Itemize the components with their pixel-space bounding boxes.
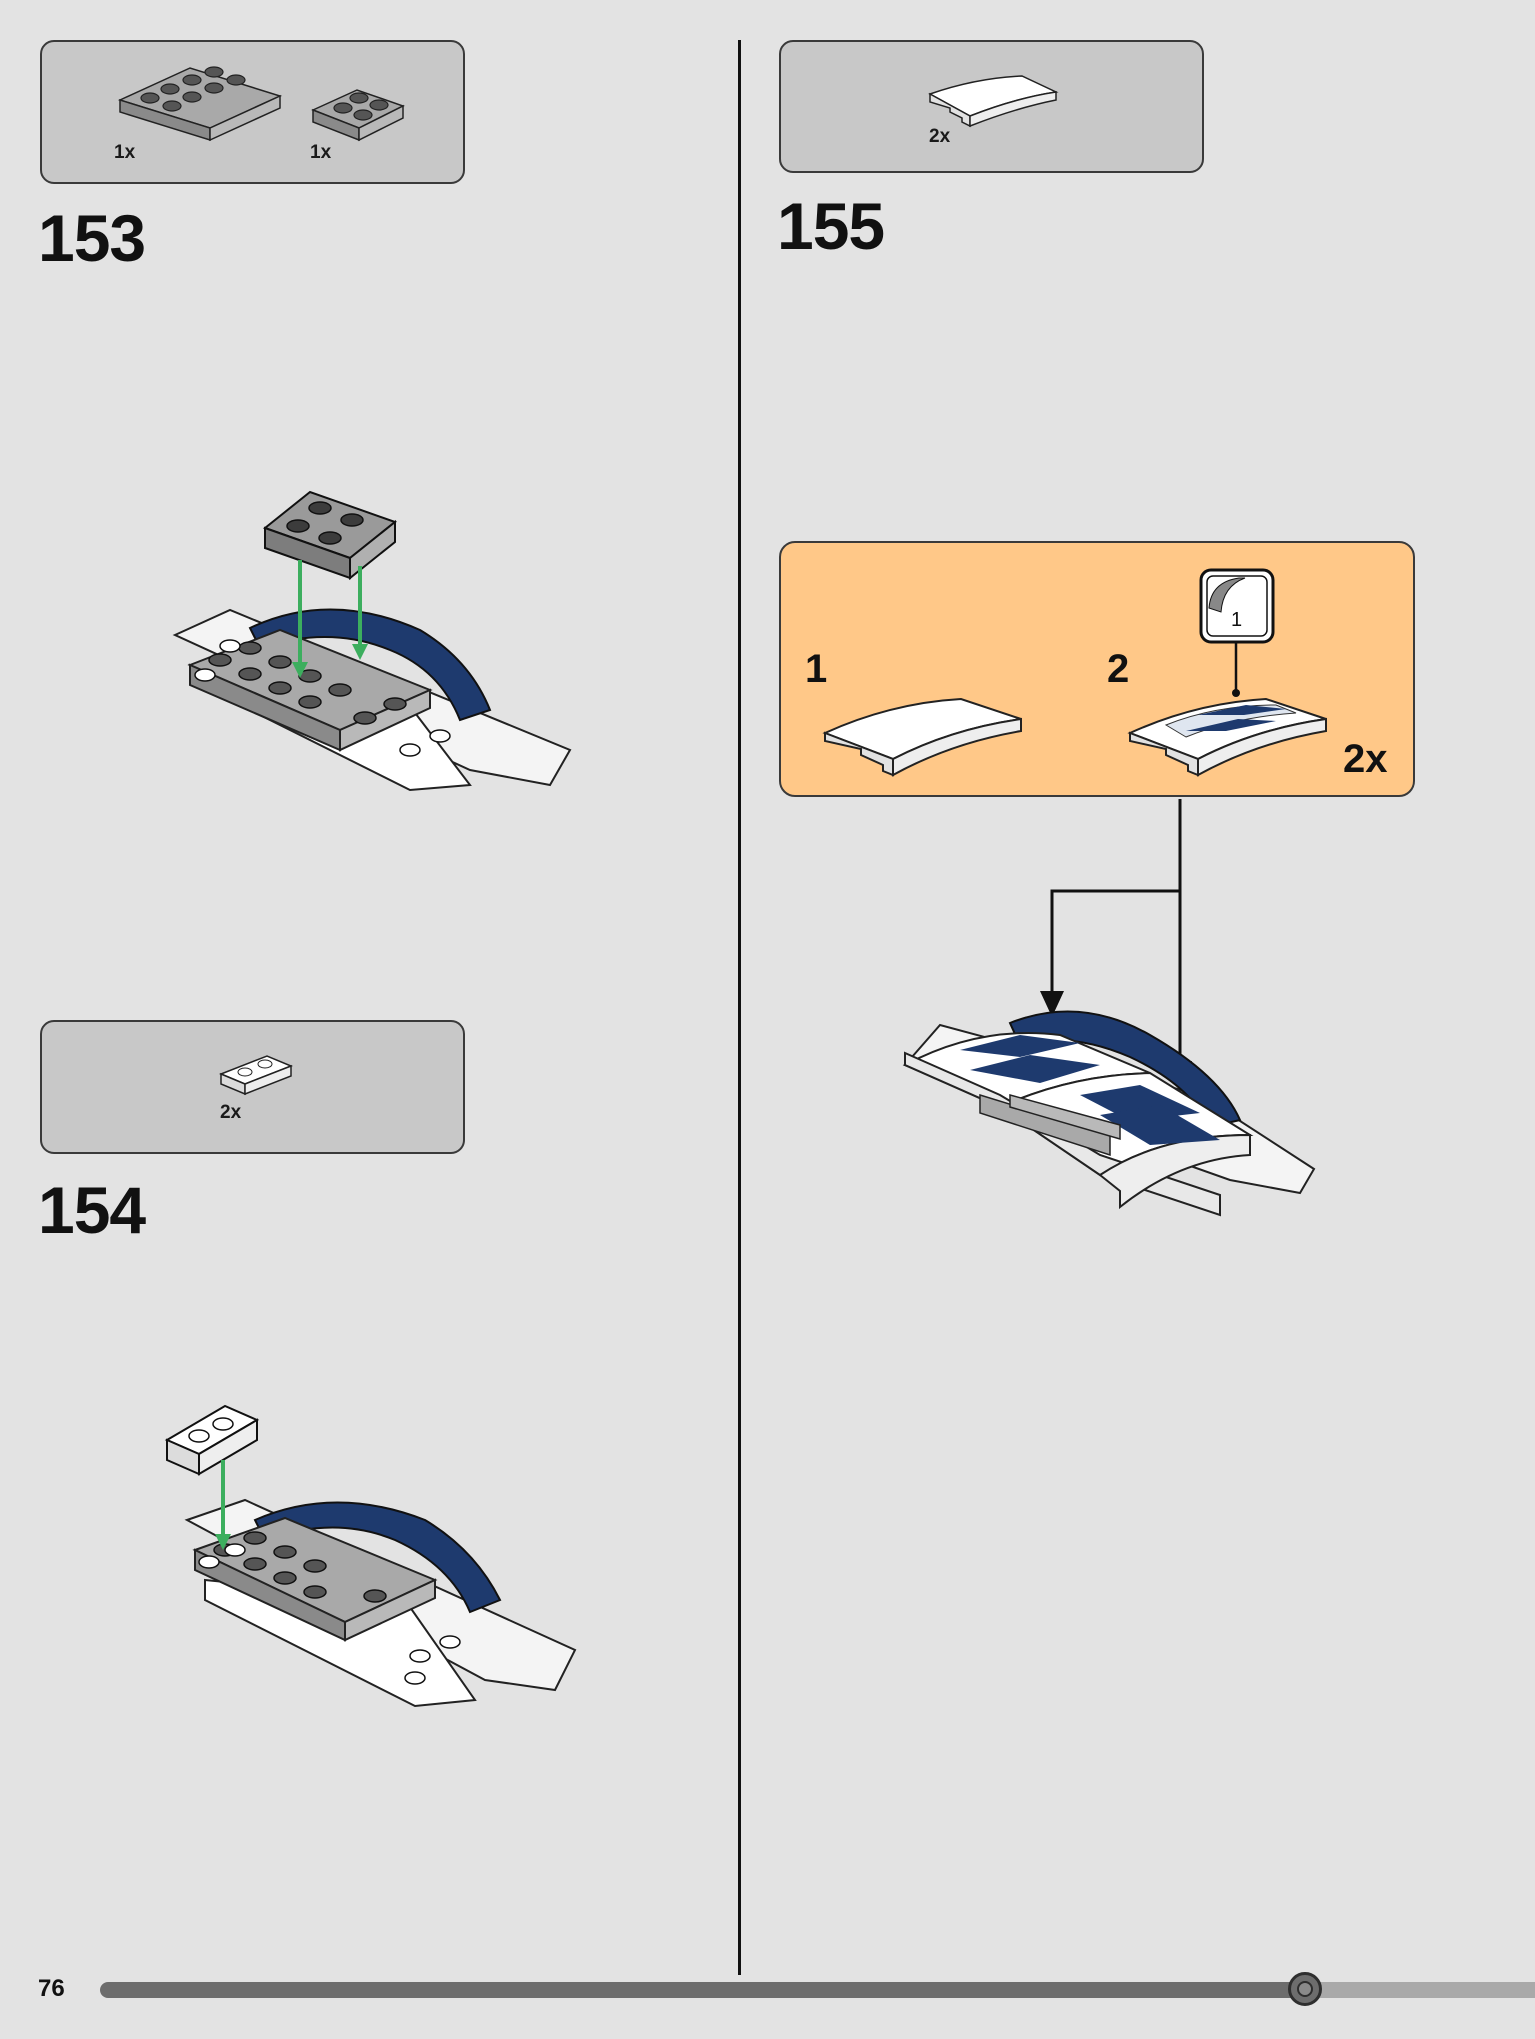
progress-fill [100, 1982, 1306, 1998]
build-illustration-step-153 [172, 490, 572, 792]
part-qty: 1x [310, 142, 332, 163]
progress-bar [100, 1982, 1535, 1998]
column-divider [738, 40, 741, 1975]
gray-plate-2x2-icon [311, 89, 405, 142]
callout-qty: 2x [1343, 737, 1388, 781]
step-number-154: 154 [38, 1173, 146, 1247]
callout-substep-1: 1 [805, 647, 828, 691]
build-illustration-step-155 [902, 799, 1316, 1217]
white-curved-slope-icon [928, 75, 1059, 128]
gray-plate-2x4-icon [117, 66, 283, 142]
parts-box-step-155: 2x [779, 40, 1204, 173]
white-plate-1x2-icon [218, 1055, 294, 1096]
part-qty: 1x [114, 142, 136, 163]
sticker-icon [1199, 568, 1275, 644]
step-number-153: 153 [38, 201, 146, 275]
white-curved-slope-icon [822, 697, 1022, 777]
step-number-155: 155 [777, 189, 885, 263]
build-illustration-step-154 [164, 1404, 577, 1708]
parts-box-step-153: 1x 1x [40, 40, 465, 184]
part-qty: 2x [929, 126, 951, 147]
part-qty: 2x [220, 1102, 242, 1123]
page-number: 76 [38, 1975, 65, 2002]
sticker-callout: 1 2 1 2x [779, 541, 1415, 797]
progress-knob [1288, 1972, 1323, 2006]
sticker-number: 1 [1231, 609, 1243, 631]
callout-substep-2: 2 [1107, 647, 1130, 691]
stickered-curved-slope-icon [1127, 643, 1327, 777]
parts-box-step-154: 2x [40, 1020, 465, 1154]
